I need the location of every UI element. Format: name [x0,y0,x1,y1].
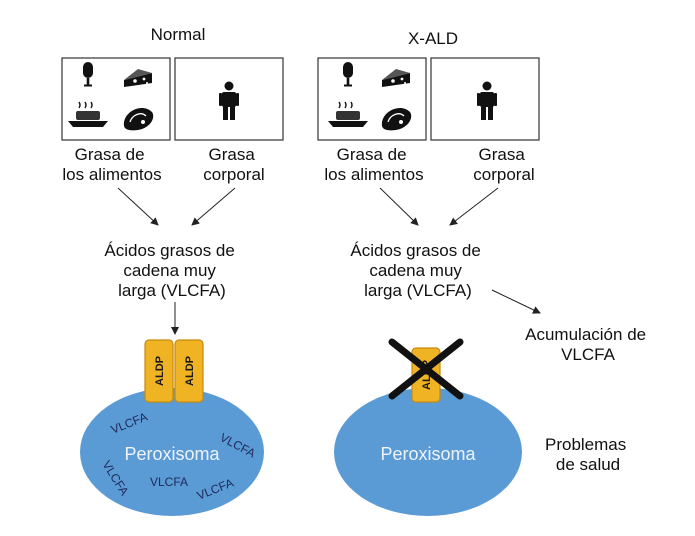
normal-food-box [61,57,171,141]
normal-food-label: Grasa de los alimentos [62,145,161,184]
normal-aldp-right [174,339,204,403]
accumulation-label: Acumulación de VLCFA [525,325,651,364]
arrow-body-to-vlcfa [449,187,499,226]
arrow-to-accumulation [491,289,541,314]
normal-aldp-label-right: ALDP [184,356,196,386]
vlcfa-mark: VLCFA [150,475,188,489]
normal-vlcfa-label: Ácidos grasos de cadena muy larga (VLCFA… [104,241,239,300]
arrow-food-to-vlcfa [117,187,159,226]
normal-peroxisome [80,388,264,516]
normal-panel: Normal Grasa de los alimentos Grasa corp… [61,25,284,516]
xald-panel: X-ALD Grasa de los alimentos Grasa corpo… [317,29,651,516]
xald-peroxisome-label: Peroxisoma [380,444,476,464]
arrow-body-to-vlcfa [191,187,236,226]
xald-peroxisome [334,388,522,516]
normal-aldp-left [144,339,174,403]
block-cross-line-2 [388,338,464,400]
health-problems-label: Problemas de salud [545,435,631,474]
xald-food-box [317,57,427,141]
normal-aldp-label-left: ALDP [154,356,166,386]
arrow-food-to-vlcfa [379,187,419,226]
normal-body-label: Grasa corporal [203,145,264,184]
normal-peroxisome-label: Peroxisoma [124,444,220,464]
normal-title: Normal [151,25,206,44]
xald-title: X-ALD [408,29,458,48]
xald-body-label: Grasa corporal [473,145,534,184]
xald-food-label: Grasa de los alimentos [324,145,423,184]
xald-vlcfa-label: Ácidos grasos de cadena muy larga (VLCFA… [350,241,485,300]
